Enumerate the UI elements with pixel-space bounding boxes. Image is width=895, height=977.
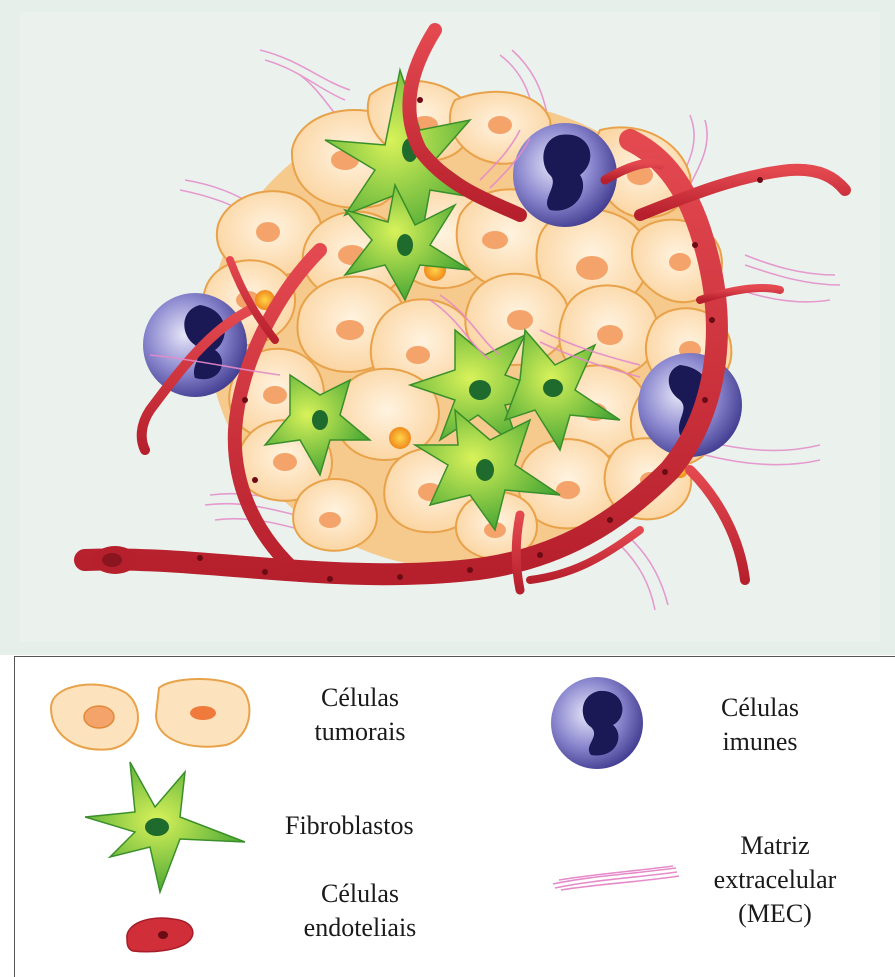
matrix-label-line1: Matriz (695, 829, 855, 863)
tumor-cells-icon (41, 673, 261, 753)
tumor-cells-label: Células tumorais (285, 681, 435, 749)
immune-cells-label-line1: Células (695, 691, 825, 725)
extracellular-matrix-label: Matriz extracelular (MEC) (695, 829, 855, 931)
endothelial-label-line2: endoteliais (285, 911, 435, 945)
matrix-label-line3: (MEC) (695, 897, 855, 931)
fibroblasts-icon (85, 757, 255, 897)
immune-cells-icon (547, 673, 647, 773)
tumor-cells-label-line2: tumorais (285, 715, 435, 749)
legend: Células tumorais Células imunes Fibrobla… (14, 656, 895, 977)
matrix-label-line2: extracelular (695, 863, 855, 897)
fibroblasts-label: Fibroblastos (285, 809, 485, 843)
endothelial-cells-label: Células endoteliais (285, 877, 435, 945)
immune-cells-label-line2: imunes (695, 725, 825, 759)
endothelial-label-line1: Células (285, 877, 435, 911)
tumor-cells-label-line1: Células (285, 681, 435, 715)
endothelial-cells-icon (121, 911, 201, 955)
tumor-microenvironment-illustration (0, 0, 895, 655)
immune-cells-label: Células imunes (695, 691, 825, 759)
extracellular-matrix-icon (551, 862, 681, 892)
